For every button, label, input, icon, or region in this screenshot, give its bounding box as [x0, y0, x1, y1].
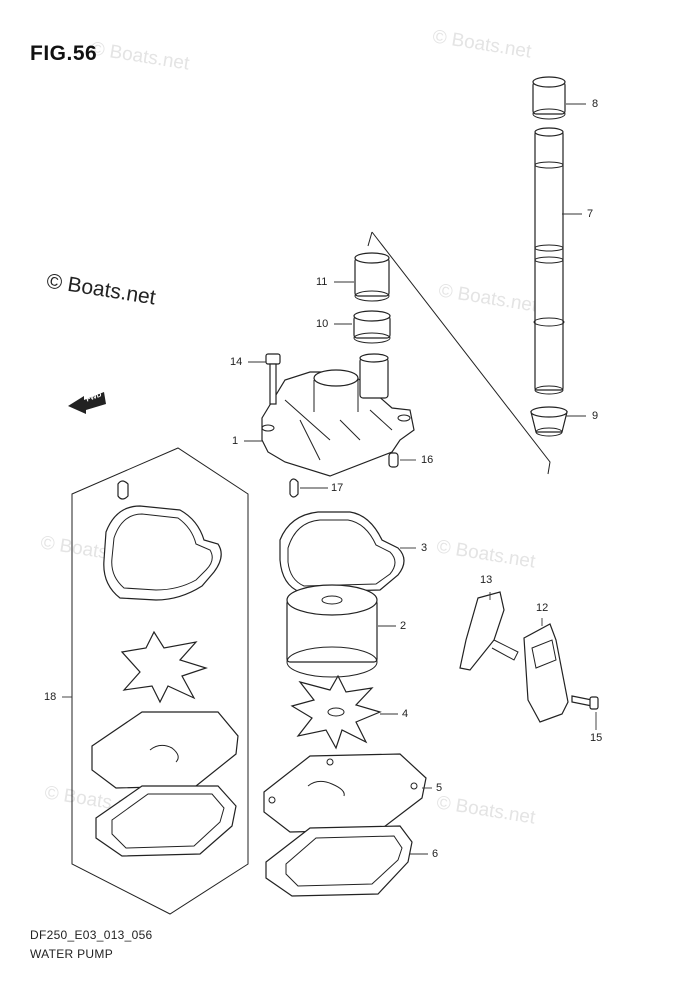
part-14-bolt [265, 353, 281, 405]
part-13-bracket [459, 591, 519, 671]
part-6-gasket [265, 825, 413, 897]
figure-title: FIG.56 [30, 42, 98, 65]
fwd-arrow-icon [68, 392, 106, 414]
callout-3: 3 [421, 542, 428, 554]
callout-9: 9 [592, 410, 599, 422]
part-4-impeller [290, 674, 382, 750]
callout-6: 6 [432, 848, 439, 860]
part-9-grommet [530, 406, 568, 437]
callout-10: 10 [316, 318, 329, 330]
callout-17: 17 [331, 482, 344, 494]
callout-7: 7 [587, 208, 594, 220]
part-8-cap [532, 76, 566, 120]
part-17-key [289, 478, 299, 498]
part-5-plate [263, 753, 427, 833]
part-11-sleeve [354, 252, 390, 302]
callout-2: 2 [400, 620, 407, 632]
callout-12: 12 [536, 602, 549, 614]
callout-18: 18 [44, 691, 57, 703]
guide-line [367, 231, 551, 475]
part-1-pump-case [261, 353, 415, 477]
part-18-kit-contents [91, 480, 239, 857]
callout-5: 5 [436, 782, 443, 794]
leader-lines [62, 103, 597, 855]
callout-13: 13 [480, 574, 493, 586]
diagram-code: DF250_E03_013_056 [30, 928, 153, 942]
part-10-seal [353, 310, 391, 344]
part-7-water-tube [533, 127, 565, 395]
callout-11: 11 [316, 276, 328, 288]
part-2-liner [286, 584, 378, 678]
callout-15: 15 [590, 732, 603, 744]
callout-14: 14 [230, 356, 243, 368]
part-18-kit-outline [71, 447, 249, 915]
callout-1: 1 [232, 435, 239, 447]
callout-4: 4 [402, 708, 409, 720]
part-3-seal-ring [279, 511, 405, 593]
part-12-cover [523, 623, 569, 723]
callout-16: 16 [421, 454, 434, 466]
part-16-pin [388, 452, 399, 468]
callout-8: 8 [592, 98, 599, 110]
diagram-caption: WATER PUMP [30, 947, 113, 961]
part-15-screw [571, 695, 599, 710]
